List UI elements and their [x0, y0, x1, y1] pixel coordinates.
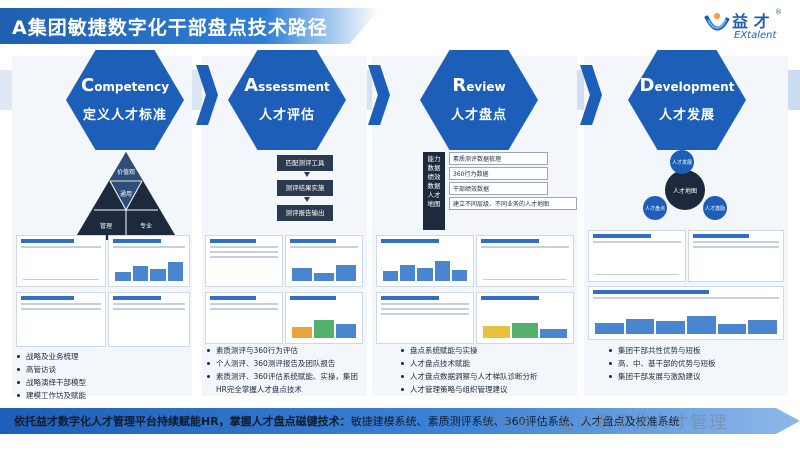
- thumbnail: [688, 230, 784, 282]
- thumbnail: [376, 292, 474, 344]
- stage-name: evelopment: [654, 80, 735, 94]
- thumbnail: [205, 235, 283, 287]
- development-cluster: 人才地图 人才发展 人才盘点 人才激励: [643, 150, 727, 220]
- brand-sub: EXtalent: [734, 30, 777, 41]
- thumbnail: [16, 235, 106, 287]
- bottom-statement: 依托益才数字化人才管理平台持续赋能HR，掌握人才盘点磁键技术：敏捷建模系统、素质…: [14, 413, 680, 429]
- chevron-right-icon: [580, 65, 602, 125]
- dev-node: 人才激励: [705, 205, 725, 212]
- thumbnail: [376, 235, 474, 287]
- stage-name: eview: [466, 80, 506, 94]
- thumbnail: [16, 292, 106, 347]
- hex-development: Development 人才发展: [628, 50, 746, 150]
- stage-letter: A: [244, 75, 259, 96]
- bottom-arrow-banner: [0, 408, 800, 434]
- bullets-assessment: 素质测评与360行为评估 个人测评、360测评报告及团队报告 素质测评、360评…: [206, 344, 366, 396]
- bullet-item: 战略及业务梳理: [16, 350, 86, 363]
- bullet-item: 人才盘点技术赋能: [400, 357, 538, 370]
- stage-name: ompetency: [94, 80, 170, 94]
- bullet-item: 集团干部共性优势与短板: [608, 344, 716, 357]
- bottom-statement-bold: 依托益才数字化人才管理平台持续赋能HR，掌握人才盘点磁键技术：: [14, 415, 351, 428]
- review-side-label: 能力 数据 绩效 数据 人才 地图: [423, 152, 445, 230]
- chevron-right-icon: [368, 65, 390, 125]
- review-item: 建立不同层级、不同业务的人才地图: [449, 197, 577, 210]
- bullet-item: 素质测评、360评估系统赋能、实操，集团HR完全掌握人才盘点技术: [206, 370, 364, 396]
- brand-logo: 益 才 ® EXtalent: [702, 8, 782, 48]
- dev-node: 人才发展: [672, 159, 692, 166]
- review-items: 素质测评数据梳理 360行为数据 干部绩效数据 建立不同层级、不同业务的人才地图: [449, 152, 577, 212]
- bullet-item: 个人测评、360测评报告及团队报告: [206, 357, 366, 370]
- bullet-item: 人才盘点数据洞察与人才梯队诊断分析: [400, 370, 538, 383]
- stage-letter: D: [639, 75, 655, 96]
- bullets-development: 集团干部共性优势与短板 高、中、基干部的优势与短板 集团干部发展与激励建议: [608, 344, 716, 383]
- thumbnail: [588, 286, 784, 340]
- stage-name: ssessment: [258, 80, 330, 94]
- bullet-item: 集团干部发展与激励建议: [608, 370, 716, 383]
- review-item: 干部绩效数据: [449, 182, 548, 195]
- stage-cn: 定义人才标准: [82, 108, 167, 123]
- hex-competency: Competency 定义人才标准: [66, 50, 184, 150]
- bullet-item: 建模工作坊及赋能: [16, 389, 86, 402]
- thumbnail: [588, 230, 686, 282]
- bullet-item: 高、中、基干部的优势与短板: [608, 357, 716, 370]
- thumbnail: [108, 235, 190, 287]
- bullet-item: 人才管理策略与组织管理建议: [400, 383, 538, 396]
- review-data-box: 能力 数据 绩效 数据 人才 地图 素质测评数据梳理 360行为数据 干部绩效数…: [423, 152, 577, 230]
- brand-reg-mark: ®: [775, 8, 782, 16]
- bullet-item: 盘点系统赋能与实操: [400, 344, 538, 357]
- stage-cn: 人才评估: [258, 108, 315, 123]
- review-item: 360行为数据: [449, 167, 548, 180]
- dev-node: 人才盘点: [645, 205, 665, 212]
- assessment-step: 匹配测评工具: [277, 155, 333, 177]
- bullet-item: 高管访谈: [16, 363, 86, 376]
- dev-center: 人才地图: [673, 187, 697, 195]
- thumbnail: [285, 235, 363, 287]
- assessment-steps: 匹配测评工具 测评结果实施 测评报告输出: [265, 155, 345, 230]
- bullet-item: 战略演绎干部模型: [16, 376, 86, 389]
- thumbnail: [205, 292, 283, 344]
- chevron-right-icon: [196, 65, 218, 125]
- bottom-statement-normal: 敏捷建模系统、素质测评系统、360评估系统、人才盘点及校准系统: [350, 415, 680, 428]
- stage-cn: 人才盘点: [450, 108, 507, 123]
- tri-label: 通用: [120, 190, 132, 198]
- tri-label: 价值观: [117, 168, 135, 176]
- stage-letter: R: [452, 75, 467, 96]
- brand-logo-icon: [704, 13, 730, 31]
- competency-triangle: 价值观 通用 管理 专业: [74, 152, 178, 240]
- tri-label: 管理: [100, 222, 112, 230]
- thumbnail: [285, 292, 363, 344]
- title-banner: A集团敏捷数字化干部盘点技术路径: [0, 8, 380, 44]
- tri-label: 专业: [140, 222, 152, 230]
- brand-name: 益 才: [732, 12, 770, 31]
- stage-cn: 人才发展: [658, 108, 715, 123]
- page-title: A集团敏捷数字化干部盘点技术路径: [12, 17, 328, 39]
- bullet-item: 素质测评与360行为评估: [206, 344, 366, 357]
- review-item: 素质测评数据梳理: [449, 152, 548, 165]
- thumbnail: [476, 292, 574, 344]
- assessment-step: 测评报告输出: [277, 205, 333, 221]
- assessment-step: 测评结果实施: [277, 180, 333, 202]
- stage-letter: C: [80, 75, 95, 96]
- bullets-review: 盘点系统赋能与实操 人才盘点技术赋能 人才盘点数据洞察与人才梯队诊断分析 人才管…: [400, 344, 538, 396]
- thumbnail: [476, 235, 574, 287]
- bullets-competency: 战略及业务梳理 高管访谈 战略演绎干部模型 建模工作坊及赋能: [16, 350, 86, 402]
- watermark: 公众号 · 益才数字化人才管理: [478, 413, 729, 433]
- thumbnail: [108, 292, 190, 347]
